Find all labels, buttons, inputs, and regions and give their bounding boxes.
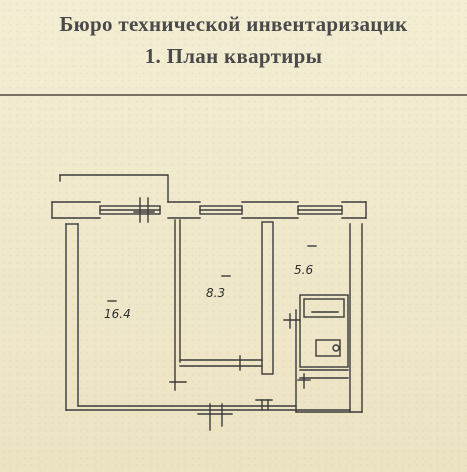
document-header: Бюро технической инвентаризацик bbox=[59, 12, 408, 36]
room-1-area: 16.4 bbox=[104, 307, 131, 321]
window-room-1 bbox=[99, 205, 161, 215]
entrance-door bbox=[197, 403, 233, 431]
document-subtitle: 1. План квартиры bbox=[144, 44, 323, 68]
window-room-2 bbox=[199, 205, 243, 215]
top-wall bbox=[51, 201, 367, 219]
room-2-area: 8.3 bbox=[206, 286, 225, 300]
right-wall bbox=[349, 223, 363, 413]
partition-2 bbox=[179, 221, 274, 375]
header-divider bbox=[0, 94, 467, 96]
kitchen-area: 5.6 bbox=[294, 263, 313, 277]
window-kitchen bbox=[297, 205, 343, 215]
bottom-wall bbox=[65, 399, 363, 413]
balcony-door bbox=[133, 197, 155, 223]
left-wall bbox=[65, 223, 79, 411]
balcony bbox=[59, 174, 169, 203]
partition-1 bbox=[169, 219, 187, 391]
bathroom-block bbox=[283, 294, 349, 413]
